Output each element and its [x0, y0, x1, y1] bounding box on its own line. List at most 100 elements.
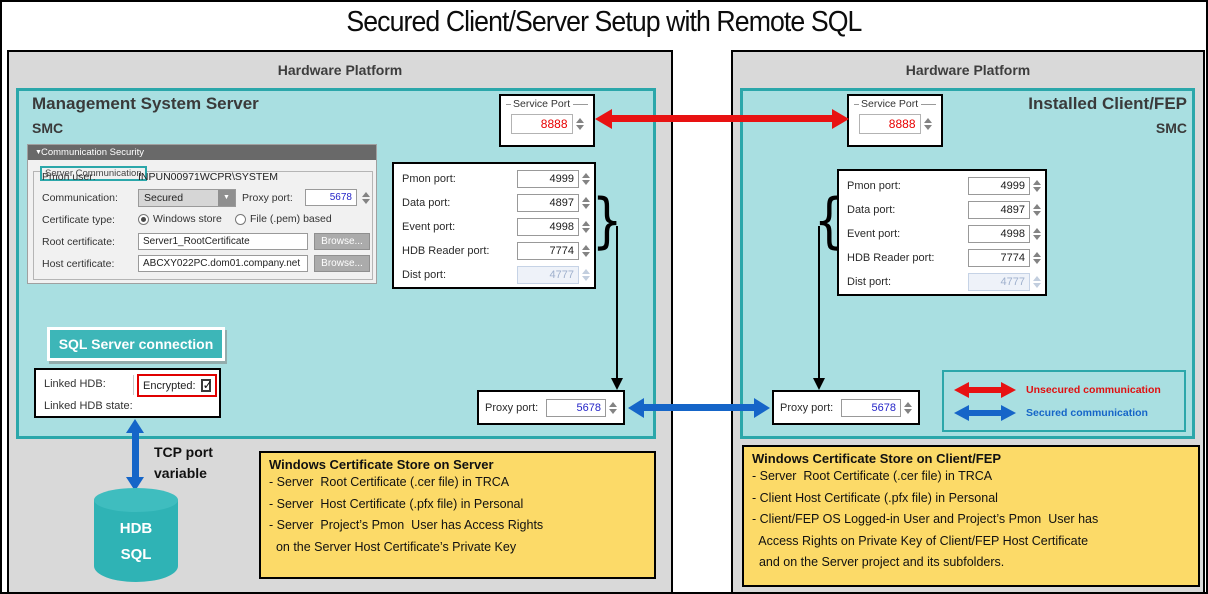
- cylinder-label: SQL: [120, 546, 152, 563]
- service-port-input[interactable]: 8888: [510, 114, 573, 134]
- arrow-left-icon: [595, 109, 612, 129]
- secured-arrow-icon: [954, 405, 1016, 421]
- spinner-control[interactable]: [1033, 204, 1041, 216]
- data-port-input[interactable]: 4897: [968, 201, 1030, 219]
- spinner-control[interactable]: [1033, 252, 1041, 264]
- spinner-control: [1033, 276, 1041, 288]
- left-service-port-box: Service Port 8888: [499, 94, 595, 147]
- port-row: Dist port:4777: [839, 270, 1045, 294]
- hdb-reader-port-input[interactable]: 7774: [968, 249, 1030, 267]
- linked-hdb-state-label: Linked HDB state:: [44, 400, 133, 412]
- server-communication-group: Server Communication: [33, 166, 373, 280]
- encrypted-highlight-box: Encrypted:: [137, 374, 217, 397]
- host-browse-button[interactable]: Browse...: [314, 255, 370, 272]
- left-server-title: Management System Server: [32, 94, 259, 113]
- proxy-port-input[interactable]: 5678: [841, 398, 901, 417]
- cylinder-label: HDB: [119, 520, 153, 537]
- proxy-port-label: Proxy port:: [780, 401, 834, 414]
- event-port-input[interactable]: 4998: [968, 225, 1030, 243]
- unsecured-arrow-icon: [954, 382, 1016, 398]
- unsecured-legend-label: Unsecured communication: [1026, 384, 1161, 396]
- right-ports-to-proxy-connector: [818, 226, 820, 378]
- proxy-port-label: Proxy port:: [242, 192, 293, 204]
- root-certificate-input[interactable]: Server1_RootCertificate: [138, 233, 308, 250]
- legend-box: Unsecured communication Secured communic…: [942, 370, 1186, 432]
- port-row: Data port:4897: [839, 198, 1045, 222]
- spinner-control[interactable]: [1033, 228, 1041, 240]
- communication-label: Communication:: [42, 192, 118, 204]
- pmon-port-input[interactable]: 4999: [517, 170, 579, 188]
- right-proxy-port-box: Proxy port: 5678: [772, 390, 920, 425]
- sql-server-connection-button[interactable]: SQL Server connection: [47, 327, 225, 361]
- right-client-subtitle: SMC: [1155, 120, 1187, 136]
- port-row: Pmon port:4999: [394, 167, 594, 191]
- radio-windows-store[interactable]: Windows store: [138, 213, 222, 225]
- event-port-input[interactable]: 4998: [517, 218, 579, 236]
- server-cert-store-note: Windows Certificate Store on Server - Se…: [259, 451, 656, 579]
- proxy-port-input[interactable]: 5678: [305, 189, 357, 206]
- client-cert-store-note: Windows Certificate Store on Client/FEP …: [742, 445, 1200, 587]
- linked-hdb-box: Linked HDB: Encrypted: Linked HDB state:: [34, 368, 221, 418]
- left-platform-header: Hardware Platform: [277, 62, 403, 78]
- radio-icon[interactable]: [138, 213, 149, 225]
- data-port-input[interactable]: 4897: [517, 194, 579, 212]
- dist-port-input: 4777: [517, 266, 579, 284]
- encrypted-label: Encrypted:: [143, 379, 196, 392]
- spinner-control: [582, 269, 590, 281]
- spinner-control[interactable]: [362, 189, 370, 206]
- dropdown-arrow-icon[interactable]: ▼: [218, 190, 235, 206]
- arrow-right-icon: [832, 109, 849, 129]
- spinner-control[interactable]: [582, 245, 590, 257]
- right-ports-box: Pmon port:4999 Data port:4897 Event port…: [837, 169, 1047, 296]
- root-browse-button[interactable]: Browse...: [314, 233, 370, 250]
- host-certificate-input[interactable]: ABCXY022PC.dom01.company.net: [138, 255, 308, 272]
- pmon-user-label: Pmon user:: [42, 171, 96, 183]
- hdb-reader-port-input[interactable]: 7774: [517, 242, 579, 260]
- spinner-control[interactable]: [582, 197, 590, 209]
- arrow-up-icon: [126, 419, 144, 433]
- spinner-control[interactable]: [923, 118, 932, 130]
- pmon-user-value: INPUN00971WCPR\SYSTEM: [138, 171, 279, 183]
- proxy-port-label: Proxy port:: [485, 401, 539, 414]
- port-row: Data port:4897: [394, 191, 594, 215]
- spinner-control[interactable]: [904, 401, 912, 414]
- port-row: Event port:4998: [394, 215, 594, 239]
- secured-legend-label: Secured communication: [1026, 407, 1148, 419]
- communication-security-header[interactable]: ▼Communication Security: [28, 145, 376, 160]
- arrow-down-icon: [611, 378, 623, 390]
- port-row: Event port:4998: [839, 222, 1045, 246]
- left-ports-to-proxy-connector: [616, 226, 618, 378]
- radio-file-pem[interactable]: File (.pem) based: [235, 213, 332, 225]
- host-certificate-label: Host certificate:: [42, 258, 115, 270]
- spinner-control[interactable]: [582, 173, 590, 185]
- page-title: Secured Client/Server Setup with Remote …: [346, 6, 862, 38]
- spinner-control[interactable]: [582, 221, 590, 233]
- proxy-port-input[interactable]: 5678: [546, 398, 606, 417]
- certificate-type-label: Certificate type:: [42, 214, 115, 226]
- pmon-port-input[interactable]: 4999: [968, 177, 1030, 195]
- radio-icon[interactable]: [235, 213, 246, 225]
- cylinder-body: [94, 500, 178, 582]
- service-port-input[interactable]: 8888: [858, 114, 921, 134]
- communication-dropdown[interactable]: Secured▼: [138, 189, 236, 207]
- port-row: HDB Reader port:7774: [839, 246, 1045, 270]
- hdb-sql-database-cylinder: HDB SQL: [94, 488, 178, 582]
- root-certificate-label: Root certificate:: [42, 236, 115, 248]
- unsecured-connection-arrow: [610, 115, 836, 122]
- linked-hdb-label: Linked HDB:: [44, 378, 106, 390]
- spinner-control[interactable]: [1033, 180, 1041, 192]
- left-server-subtitle: SMC: [32, 120, 64, 136]
- right-platform-header: Hardware Platform: [905, 62, 1031, 78]
- dist-port-input: 4777: [968, 273, 1030, 291]
- tcp-port-note: TCP port variable: [154, 444, 213, 481]
- spinner-control[interactable]: [609, 401, 617, 414]
- cylinder-top: [94, 488, 178, 512]
- spinner-control[interactable]: [575, 118, 584, 130]
- arrow-right-icon: [754, 398, 770, 418]
- encrypted-checkbox[interactable]: [200, 378, 213, 392]
- port-row: Dist port:4777: [394, 263, 594, 287]
- tcp-connection-arrow: [132, 432, 139, 478]
- port-row: HDB Reader port:7774: [394, 239, 594, 263]
- communication-security-panel: ▼Communication Security Server Communica…: [27, 144, 377, 284]
